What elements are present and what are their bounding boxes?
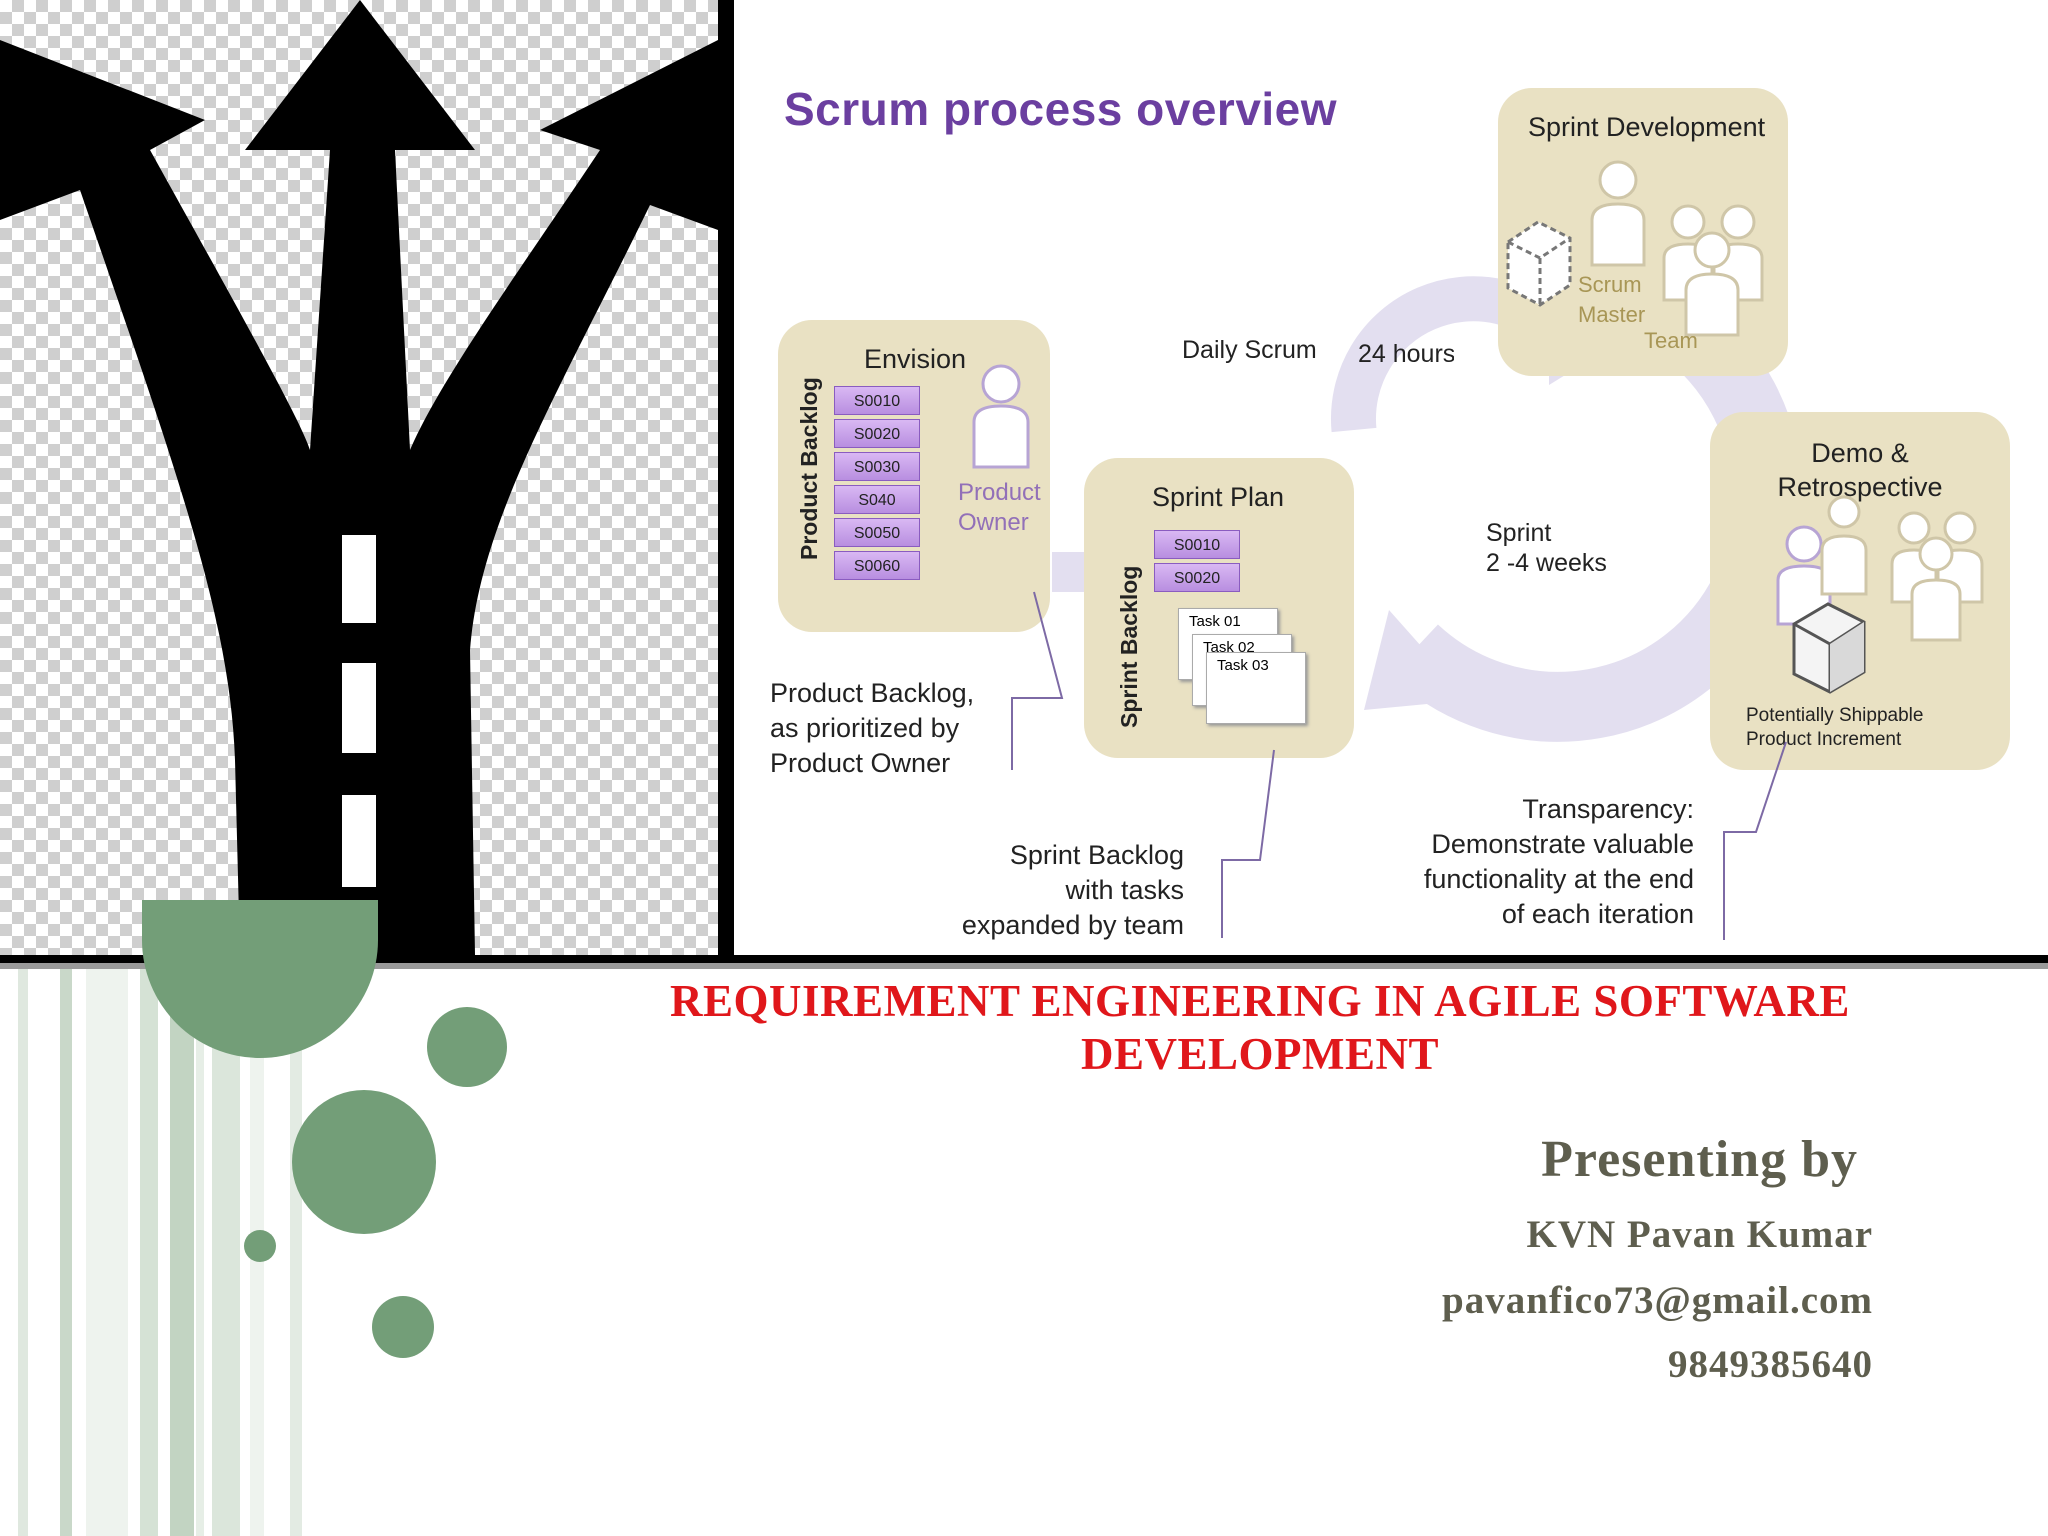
divider-line (0, 955, 2048, 963)
backlog-connector-line (1011, 591, 1064, 770)
sprint-duration-label: Sprint 2 -4 weeks (1486, 519, 1607, 577)
transparency-note: Transparency: Demonstrate valuable funct… (1423, 794, 1694, 929)
story-item: S0020 (834, 419, 920, 448)
product-backlog-note: Product Backlog, as prioritized by Produ… (770, 678, 975, 778)
sprint-plan-heading: Sprint Plan (1152, 482, 1285, 512)
decor-circle (292, 1090, 436, 1234)
sprint-connector-line (1221, 749, 1275, 938)
demo-team-icon (1776, 495, 1984, 694)
divider-line-shadow (0, 963, 2048, 969)
task-card: Task 03 (1206, 652, 1306, 724)
decor-stripe (140, 969, 158, 1536)
product-backlog-list: S0010 S0020 S0030 S040 S0050 S0060 (834, 386, 920, 580)
product-owner-label: Product Owner (958, 479, 1041, 536)
scrum-master-label: Scrum Master (1578, 272, 1646, 327)
road-arrow-image (0, 0, 718, 955)
decor-circle (427, 1007, 507, 1087)
story-item: S0050 (834, 518, 920, 547)
presenting-by-label: Presenting by (1541, 1131, 1858, 1188)
story-item: S0020 (1154, 563, 1240, 592)
sprint-backlog-list: S0010 S0020 (1154, 530, 1240, 592)
transparency-connector-line (1723, 741, 1787, 940)
decor-stripe (60, 969, 72, 1536)
slide-title: REQUIREMENT ENGINEERING IN AGILE SOFTWAR… (670, 976, 1850, 1079)
demo-heading: Demo & Retrospective (1777, 438, 1943, 502)
decor-circle (244, 1230, 276, 1262)
decor-stripe (290, 969, 302, 1536)
presenter-email: pavanfico73@gmail.com (1442, 1279, 1873, 1322)
sprint-backlog-label: Sprint Backlog (1116, 565, 1142, 728)
scrum-team-icon (1506, 160, 1764, 337)
decor-stripe (170, 969, 194, 1536)
hours-label: 24 hours (1358, 340, 1454, 368)
story-item: S0010 (1154, 530, 1240, 559)
story-item: S0030 (834, 452, 920, 481)
product-owner-icon (972, 364, 1030, 469)
scrum-title: Scrum process overview (784, 83, 1338, 135)
sprint-backlog-note: Sprint Backlog with tasks expanded by te… (961, 840, 1184, 940)
product-backlog-label: Product Backlog (796, 377, 822, 560)
story-item: S0060 (834, 551, 920, 580)
decor-stripe (18, 969, 28, 1536)
decor-circle (372, 1296, 434, 1358)
decor-stripe (212, 969, 240, 1536)
three-way-arrow-icon (0, 0, 718, 955)
story-item: S0010 (834, 386, 920, 415)
decor-stripe (196, 969, 204, 1536)
decor-stripe (86, 969, 128, 1536)
scrum-diagram: Scrum process overview Envision Product … (734, 0, 2048, 955)
sprint-development-heading: Sprint Development (1528, 112, 1766, 142)
presenter-name: KVN Pavan Kumar (1526, 1213, 1873, 1256)
panel-divider (718, 0, 734, 955)
team-label: Team (1644, 328, 1698, 353)
daily-scrum-label: Daily Scrum (1182, 336, 1317, 364)
increment-label: Potentially Shippable Product Increment (1746, 705, 1924, 750)
presenter-phone: 9849385640 (1668, 1343, 1873, 1386)
story-item: S040 (834, 485, 920, 514)
envision-heading: Envision (864, 344, 967, 374)
